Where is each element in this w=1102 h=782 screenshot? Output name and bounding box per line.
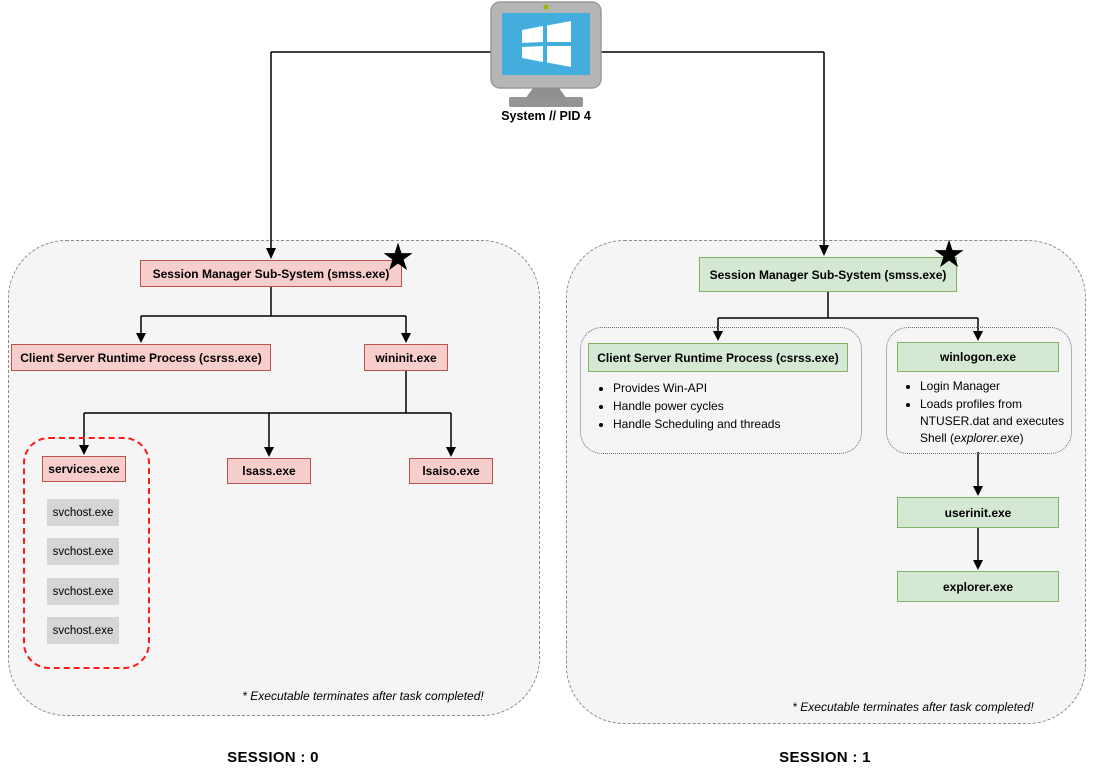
session-0-label: SESSION : 0 [227,749,319,766]
node-smss-session1: Session Manager Sub-System (smss.exe) [699,257,957,292]
node-svchost-2: svchost.exe [47,538,119,565]
node-explorer: explorer.exe [897,571,1059,602]
node-winlogon: winlogon.exe [897,342,1059,372]
winlogon-bullet-text: Loads profiles from NTUSER.dat and execu… [920,397,1065,446]
winlogon-annotation-group [886,327,1072,454]
node-wininit: wininit.exe [364,344,448,371]
winlogon-bullet: Login Manager [920,378,1076,395]
node-userinit: userinit.exe [897,497,1059,528]
csrss-bullet-list: Provides Win-API Handle power cycles Han… [596,379,865,434]
services-group-outline [23,437,150,669]
session-1-footnote: * Executable terminates after task compl… [792,700,1034,714]
winlogon-bullet-italic: explorer.exe [954,431,1020,446]
windows-monitor-icon [490,1,602,107]
star-icon: ★ [932,234,967,276]
session-1-container [566,240,1086,724]
winlogon-bullet-text: ) [1019,431,1024,446]
node-smss-session0: Session Manager Sub-System (smss.exe) [140,260,402,287]
node-csrss-session0: Client Server Runtime Process (csrss.exe… [11,344,271,371]
csrss-bullet: Provides Win-API [613,380,865,397]
node-lsass: lsass.exe [227,458,311,484]
node-svchost-3: svchost.exe [47,578,119,605]
star-icon: ★ [381,237,416,279]
node-svchost-1: svchost.exe [47,499,119,526]
csrss-bullet: Handle power cycles [613,398,865,415]
session-1-label: SESSION : 1 [779,749,871,766]
csrss-bullet: Handle Scheduling and threads [613,416,865,433]
node-services: services.exe [42,456,126,482]
session-0-footnote: * Executable terminates after task compl… [242,689,484,703]
node-svchost-4: svchost.exe [47,617,119,644]
node-lsaiso: lsaiso.exe [409,458,493,484]
csrss-annotation-group [580,327,862,454]
winlogon-bullet: Loads profiles from NTUSER.dat and execu… [920,396,1076,447]
root-node-label: System // PID 4 [501,109,591,123]
node-csrss-session1: Client Server Runtime Process (csrss.exe… [588,343,848,372]
winlogon-bullet-list: Login Manager Loads profiles from NTUSER… [903,377,1076,448]
